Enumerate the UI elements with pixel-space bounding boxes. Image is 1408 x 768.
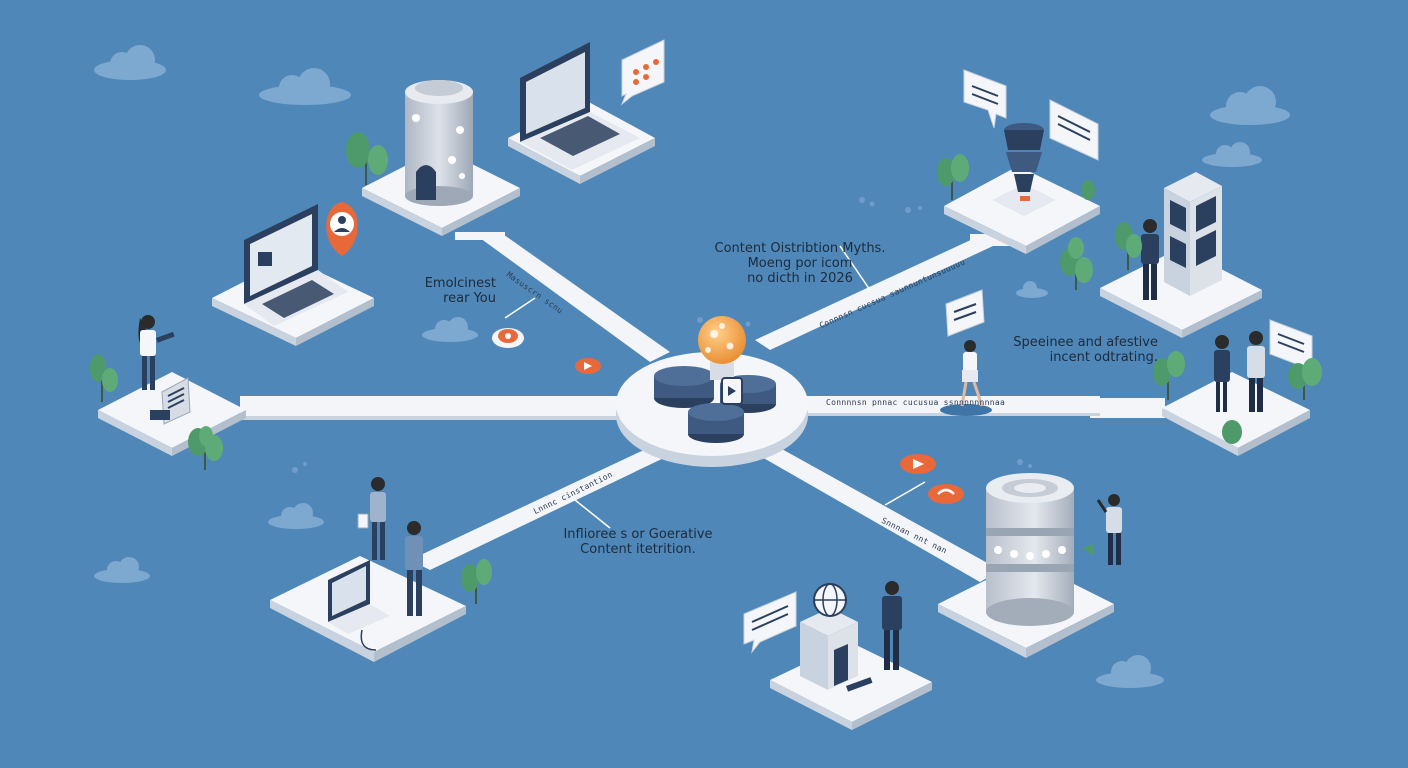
pen-icon <box>845 677 873 692</box>
tree-icon <box>461 559 492 604</box>
roads <box>240 232 1165 582</box>
cloud-icon <box>1096 655 1164 688</box>
database-icon <box>986 473 1074 626</box>
chat-bubble-icon <box>963 69 1007 129</box>
person-icon <box>138 315 175 390</box>
cloud-icon <box>259 68 351 105</box>
cloud-icon <box>422 317 478 342</box>
kiosk-icon <box>150 377 191 425</box>
tree-icon <box>188 426 223 470</box>
laptop-icon <box>520 42 640 170</box>
pin-icon <box>575 358 601 374</box>
shield-icon <box>721 377 743 405</box>
accent-icons <box>492 328 964 504</box>
road-northwest <box>455 232 670 362</box>
platform-building-right <box>1060 172 1262 338</box>
platform-funnel-top-right <box>937 69 1100 254</box>
central-hub <box>616 316 808 467</box>
tree-icon <box>1081 180 1095 200</box>
caption-bottom-line1: Inflioree s or Goerative <box>563 527 713 542</box>
caption-top-line1: Content Oistribtion Myths. <box>714 241 886 256</box>
caption-right: Speeinee and afestive incent odtrating. <box>988 335 1158 365</box>
road-southwest <box>410 448 668 570</box>
decor-dots <box>292 197 1032 473</box>
road-label-lines <box>504 245 926 529</box>
person-icon <box>882 581 902 670</box>
laptop-icon <box>244 204 348 326</box>
caption-top: Content Oistribtion Myths. Moeng por ico… <box>700 241 900 286</box>
person-icon <box>1214 335 1230 412</box>
platform-laptop-top <box>508 39 665 184</box>
clouds <box>94 45 1290 688</box>
play-button-icon <box>492 328 524 348</box>
chat-bubble-icon <box>743 591 797 654</box>
caption-right-line2: incent odtrating. <box>1049 350 1158 365</box>
globe-icon <box>813 583 847 617</box>
caption-top-line3: no dicth in 2026 <box>747 271 853 286</box>
tree-icon <box>1153 351 1185 400</box>
tree-icon <box>1115 222 1142 270</box>
caption-right-line1: Speeinee and afestive <box>1013 335 1158 350</box>
filter-funnel-icon <box>992 123 1056 216</box>
arrow-icon <box>1082 544 1094 556</box>
tree-icon <box>90 354 118 402</box>
tree-icon <box>1060 237 1093 290</box>
play-button-icon <box>900 454 936 474</box>
person-icon <box>1096 494 1122 565</box>
caption-left-line2: rear You <box>443 291 496 306</box>
caption-top-line2: Moeng por icom <box>747 256 853 271</box>
user-pin-icon <box>326 202 358 256</box>
cloud-icon <box>268 503 324 529</box>
person-icon <box>357 477 386 560</box>
caption-left-line1: Emolcinest <box>424 276 496 291</box>
person-with-sign <box>940 289 992 416</box>
chat-bubble-icon <box>1269 319 1313 371</box>
person-icon <box>1247 331 1265 412</box>
tree-icon <box>1288 358 1322 400</box>
platform-laptop-left <box>212 202 374 346</box>
cloud-icon <box>94 557 150 583</box>
platform-database-top <box>346 80 520 236</box>
caption-bottom-line2: Content itetrition. <box>580 542 696 557</box>
caption-bottom: Inflioree s or Goerative Content itetrit… <box>550 527 726 557</box>
person-icon <box>405 521 423 616</box>
person-icon <box>1141 219 1159 300</box>
road-southeast <box>760 448 1000 582</box>
lightbulb-globe-icon <box>697 316 751 380</box>
platform-person-left <box>90 315 246 470</box>
server-tower-icon <box>405 80 473 206</box>
chat-bubble-icon <box>1049 99 1099 161</box>
tree-icon <box>937 154 969 200</box>
building-icon <box>800 608 858 690</box>
phone-icon <box>928 484 964 504</box>
tree-icon <box>1222 420 1242 444</box>
laptop-icon <box>328 560 390 651</box>
cloud-icon <box>1016 281 1048 298</box>
tree-icon <box>346 132 388 185</box>
cloud-icon <box>94 45 166 80</box>
cloud-icon <box>1210 86 1290 125</box>
cloud-icon <box>1202 142 1262 167</box>
platform-people-right <box>1153 319 1322 456</box>
road-west <box>240 396 640 420</box>
platform-office-bottom <box>743 581 932 730</box>
caption-left: Emolcinest rear You <box>396 276 496 306</box>
platform-team-bottom-left <box>270 477 492 662</box>
road-label-e: Connnnsn pnnac cucusua ssnnnnnnnnaa <box>826 398 1006 407</box>
chat-bubble-icon <box>620 39 665 106</box>
building-icon <box>1164 172 1222 296</box>
platform-server-bottom-right <box>938 473 1122 658</box>
road-east <box>790 396 1165 418</box>
